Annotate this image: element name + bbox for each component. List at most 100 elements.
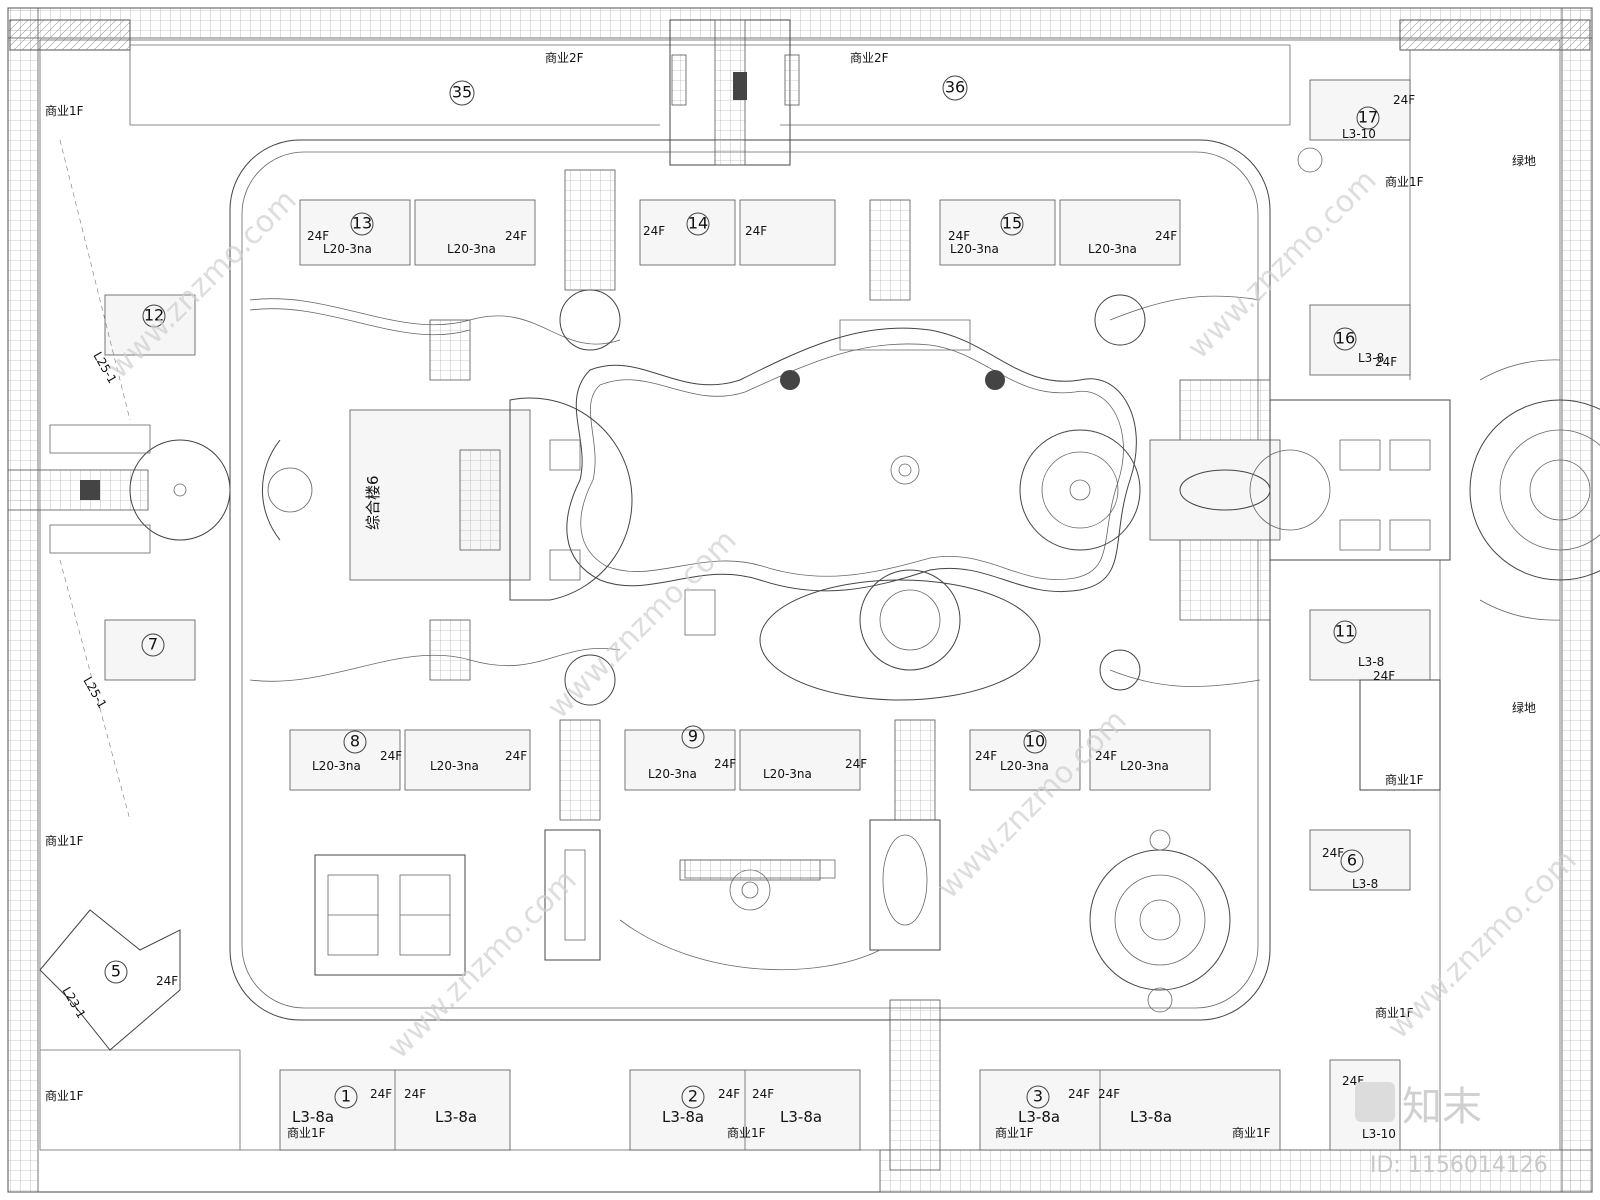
residential-blocks-north <box>299 199 1181 266</box>
building-marker-9: 9 <box>681 725 705 749</box>
label-complex-building: 综合楼6 <box>364 475 382 530</box>
label-commercial-1f-s4: 商业1F <box>1232 1125 1271 1140</box>
tennis-courts <box>314 854 466 976</box>
building-marker-12: 12 <box>142 304 166 328</box>
labels-floors: 24F 24F 24F 24F 24F 24F 24F 24F 24F 24F … <box>156 93 1415 1101</box>
residential-blocks-south <box>289 729 1211 879</box>
label-floors-15a: 24F <box>948 229 970 243</box>
label-green-a: 绿地 <box>1512 153 1536 168</box>
svg-text:12: 12 <box>144 306 164 325</box>
label-commercial-1f-nw: 商业1F <box>45 103 84 118</box>
watermark-text: www.znzmo.com <box>1381 843 1584 1046</box>
svg-text:10: 10 <box>1025 732 1045 751</box>
label-floors-15b: 24F <box>1155 229 1177 243</box>
label-floors-3b: 24F <box>1098 1087 1120 1101</box>
label-floors-16: 24F <box>1375 355 1397 369</box>
perimeter-roads <box>39 39 1561 1151</box>
building-marker-7: 7 <box>141 633 165 657</box>
label-type-2b: L3-8a <box>780 1108 822 1126</box>
svg-text:1: 1 <box>341 1087 351 1106</box>
north-gate <box>669 19 800 166</box>
label-type-13a: L20-3na <box>323 242 372 256</box>
label-type-15b: L20-3na <box>1088 242 1137 256</box>
svg-text:8: 8 <box>350 732 360 751</box>
label-commercial-2f-b: 商业2F <box>850 50 889 65</box>
building-marker-8: 8 <box>343 730 367 754</box>
building-marker-13: 13 <box>350 212 374 236</box>
label-type-4: L3-10 <box>1362 1127 1396 1141</box>
label-type-8a: L20-3na <box>312 759 361 773</box>
svg-text:11: 11 <box>1335 622 1355 641</box>
se-round-garden <box>619 829 1231 1013</box>
label-commercial-2f-a: 商业2F <box>545 50 584 65</box>
west-entrance <box>7 424 313 554</box>
building-marker-14: 14 <box>686 212 710 236</box>
building-marker-3: 3 <box>1026 1085 1050 1109</box>
building-marker-6: 6 <box>1340 849 1364 873</box>
label-type-8b: L20-3na <box>430 759 479 773</box>
svg-text:35: 35 <box>452 83 472 102</box>
walkways <box>429 169 941 961</box>
building-marker-5: 5 <box>104 960 128 984</box>
south-towers <box>279 1069 1281 1151</box>
west-towers <box>39 139 196 1051</box>
label-commercial-1f-se: 商业1F <box>1375 1005 1414 1020</box>
building-marker-17: 17 <box>1356 106 1380 130</box>
svg-text:15: 15 <box>1002 214 1022 233</box>
east-towers <box>1297 79 1441 1151</box>
label-floors-17: 24F <box>1393 93 1415 107</box>
label-type-10a: L20-3na <box>1000 759 1049 773</box>
label-floors-10a: 24F <box>975 749 997 763</box>
building-marker-10: 10 <box>1023 730 1047 754</box>
svg-text:14: 14 <box>688 214 708 233</box>
label-type-13b: L20-3na <box>447 242 496 256</box>
labels-types: L20-3na L20-3na L20-3na L20-3na L20-3na … <box>59 127 1396 1141</box>
label-commercial-1f-w: 商业1F <box>45 833 84 848</box>
east-plaza <box>1149 359 1600 621</box>
brand-stamp: 知末 ID: 1156014126 <box>1355 1082 1548 1178</box>
svg-text:16: 16 <box>1335 329 1355 348</box>
svg-text:17: 17 <box>1358 108 1378 127</box>
label-floors-11: 24F <box>1373 669 1395 683</box>
label-floors-8b: 24F <box>505 749 527 763</box>
label-type-9b: L20-3na <box>763 767 812 781</box>
label-commercial-1f-sw: 商业1F <box>45 1088 84 1103</box>
label-floors-1a: 24F <box>370 1087 392 1101</box>
building-marker-35: 35 <box>449 80 475 106</box>
label-commercial-1f-s3: 商业1F <box>995 1125 1034 1140</box>
label-type-17: L3-10 <box>1342 127 1376 141</box>
label-floors-1b: 24F <box>404 1087 426 1101</box>
building-marker-16: 16 <box>1333 327 1357 351</box>
label-type-1b: L3-8a <box>435 1108 477 1126</box>
complex-building-6 <box>349 397 633 601</box>
svg-text:5: 5 <box>111 962 121 981</box>
watermark-text: www.znzmo.com <box>101 183 304 386</box>
label-type-3b: L3-8a <box>1130 1108 1172 1126</box>
label-commercial-1f-ne: 商业1F <box>1385 174 1424 189</box>
label-floors-13a: 24F <box>307 229 329 243</box>
label-type-1a: L3-8a <box>292 1108 334 1126</box>
building-marker-1: 1 <box>334 1085 358 1109</box>
label-commercial-1f-s2: 商业1F <box>727 1125 766 1140</box>
label-green-b: 绿地 <box>1512 700 1536 715</box>
label-type-16: L3-8 <box>1358 351 1384 365</box>
label-type-10b: L20-3na <box>1120 759 1169 773</box>
svg-text:7: 7 <box>148 635 158 654</box>
building-marker-15: 15 <box>1000 212 1024 236</box>
label-floors-14b: 24F <box>745 224 767 238</box>
brand-logo-text: 知末 <box>1402 1084 1482 1130</box>
building-marker-2: 2 <box>681 1085 705 1109</box>
label-floors-9b: 24F <box>845 757 867 771</box>
watermark-text: www.znzmo.com <box>541 523 744 726</box>
label-commercial-1f-s1: 商业1F <box>287 1125 326 1140</box>
building-marker-36: 36 <box>942 75 968 101</box>
svg-text:9: 9 <box>688 727 698 746</box>
building-numbers: 1 2 3 4 5 6 7 8 9 10 11 12 13 14 15 16 1… <box>104 75 1393 1109</box>
label-floors-10b: 24F <box>1095 749 1117 763</box>
brand-id-text: ID: 1156014126 <box>1370 1153 1548 1178</box>
svg-text:2: 2 <box>688 1087 698 1106</box>
south-gate <box>889 999 941 1171</box>
svg-text:6: 6 <box>1347 851 1357 870</box>
label-type-11: L3-8 <box>1358 655 1384 669</box>
